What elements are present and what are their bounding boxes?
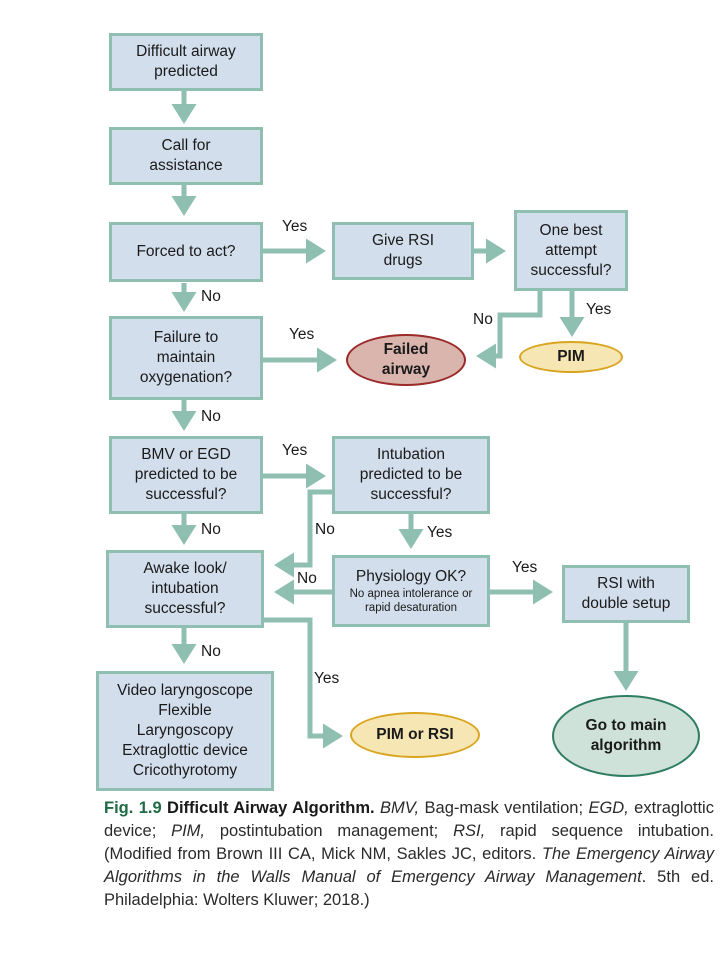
node-difficult-airway-predicted: Difficult airway predicted bbox=[109, 33, 263, 91]
edge-label-no: No bbox=[201, 643, 221, 660]
node-label: Failure to maintain oxygenation? bbox=[139, 329, 233, 386]
node-label: PIM bbox=[557, 348, 585, 365]
node-forced-to-act: Forced to act? bbox=[109, 222, 263, 282]
node-label: Awake look/ intubation successful? bbox=[143, 560, 227, 617]
edge-label-yes: Yes bbox=[282, 218, 308, 235]
rescue-option: Flexible bbox=[158, 702, 212, 719]
node-label: Difficult airway predicted bbox=[136, 43, 236, 80]
edge-label-yes: Yes bbox=[512, 559, 538, 576]
connector-layer bbox=[171, 90, 639, 749]
node-physiology-ok: Physiology OK? No apnea intolerance or r… bbox=[332, 555, 490, 627]
caption-text: Bag-mask ventilation; bbox=[419, 799, 589, 817]
node-one-best-attempt: One best attempt successful? bbox=[514, 210, 628, 291]
node-label: BMV or EGD predicted to be successful? bbox=[134, 446, 238, 503]
rescue-option: Video laryngoscope bbox=[117, 682, 253, 699]
caption-text: extraglottic device; bbox=[104, 799, 714, 840]
node-label: Give RSI drugs bbox=[371, 232, 434, 269]
edge-label-no: No bbox=[201, 521, 221, 538]
node-awake-look-intubation: Awake look/ intubation successful? bbox=[106, 550, 264, 628]
rescue-option: Cricothyrotomy bbox=[132, 762, 238, 779]
node-label: Failed airway bbox=[381, 341, 431, 378]
edge-label-yes: Yes bbox=[586, 301, 612, 318]
node-bmv-egd-predicted: BMV or EGD predicted to be successful? bbox=[109, 436, 263, 514]
abbr-bmv: BMV, bbox=[380, 799, 420, 817]
terminal-pim-or-rsi: PIM or RSI bbox=[350, 712, 480, 758]
figure-title: Difficult Airway Algorithm. bbox=[167, 799, 375, 817]
node-label: Intubation predicted to be successful? bbox=[359, 446, 463, 503]
rescue-option: Extraglottic device bbox=[122, 742, 248, 759]
arrow-intubation-no-to-awake bbox=[274, 489, 333, 578]
edge-label-no: No bbox=[473, 311, 493, 328]
node-label: Physiology OK? bbox=[355, 568, 467, 585]
node-label: PIM or RSI bbox=[376, 726, 454, 743]
caption-text: postintubation management; bbox=[205, 822, 454, 840]
node-failure-to-maintain-oxygenation: Failure to maintain oxygenation? bbox=[109, 316, 263, 400]
node-sublabel: No apnea intolerance or rapid desaturati… bbox=[349, 588, 473, 614]
figure-number: Fig. 1.9 bbox=[104, 799, 162, 817]
edge-label-yes: Yes bbox=[289, 326, 315, 343]
rescue-option: Laryngoscopy bbox=[136, 722, 234, 739]
book-title: The Emergency Airway Algorithms in the W… bbox=[104, 845, 714, 886]
arrow-attempt-no-to-failed bbox=[476, 290, 543, 369]
node-label: Forced to act? bbox=[136, 243, 236, 260]
edge-label-no: No bbox=[201, 288, 221, 305]
caption-text: . 5th ed. Philadelphia: Wolters Kluwer; … bbox=[104, 868, 714, 909]
node-call-for-assistance: Call for assistance bbox=[109, 127, 263, 185]
node-label: RSI with double setup bbox=[581, 575, 671, 612]
terminal-go-to-main-algorithm: Go to main algorithm bbox=[552, 695, 700, 777]
edge-label-yes: Yes bbox=[314, 670, 340, 687]
edge-label-no: No bbox=[315, 521, 335, 538]
node-label: One best attempt successful? bbox=[530, 221, 612, 279]
node-intubation-predicted: Intubation predicted to be successful? bbox=[332, 436, 490, 514]
node-label: Go to main algorithm bbox=[585, 717, 667, 754]
edge-label-yes: Yes bbox=[427, 524, 453, 541]
edge-label-no: No bbox=[297, 570, 317, 587]
abbr-pim: PIM, bbox=[171, 822, 206, 840]
difficult-airway-flowchart: Difficult airway predicted Call for assi… bbox=[96, 33, 700, 791]
arrow-awake-yes-to-pim-or-rsi bbox=[264, 617, 343, 749]
edge-label-yes: Yes bbox=[282, 442, 308, 459]
node-rsi-double-setup: RSI with double setup bbox=[562, 565, 690, 623]
figure-caption: Fig. 1.9 Difficult Airway Algorithm. BMV… bbox=[104, 797, 714, 912]
node-give-rsi-drugs: Give RSI drugs bbox=[332, 222, 474, 280]
edge-label-no: No bbox=[201, 408, 221, 425]
terminal-pim: PIM bbox=[519, 341, 623, 373]
node-label: Call for assistance bbox=[149, 137, 223, 174]
terminal-failed-airway: Failed airway bbox=[346, 334, 466, 386]
abbr-egd: EGD, bbox=[588, 799, 629, 817]
node-rescue-options: Video laryngoscope Flexible Laryngoscopy… bbox=[96, 671, 274, 791]
caption-text: rapid sequence intubation. (Modified fro… bbox=[104, 822, 714, 863]
abbr-rsi: RSI, bbox=[453, 822, 486, 840]
